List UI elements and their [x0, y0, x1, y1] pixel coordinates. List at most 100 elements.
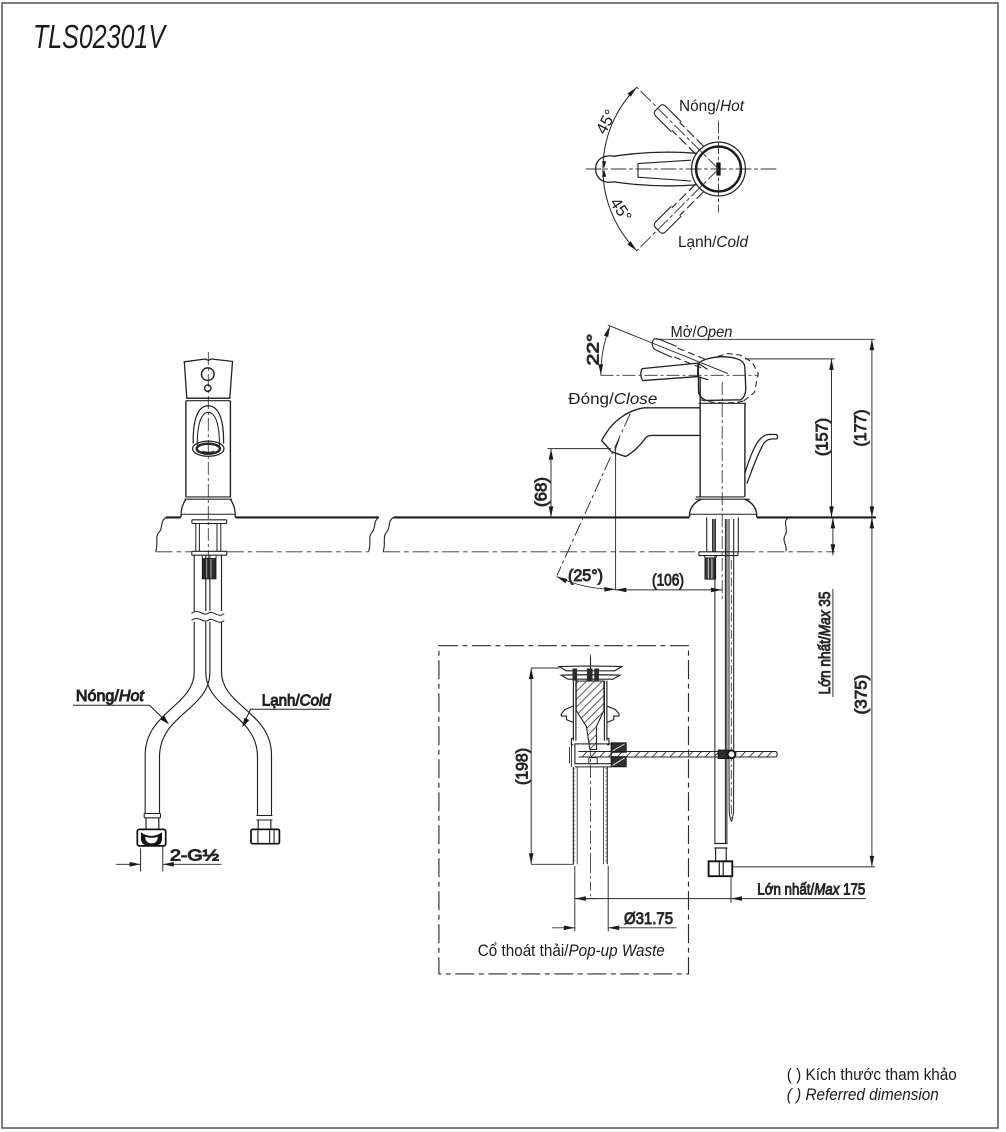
dim3175-ext [574, 866, 609, 932]
lever-angle-arc [598, 325, 611, 376]
popup-plug [575, 680, 605, 751]
path-segment [560, 705, 574, 724]
deck-break-1 [368, 516, 380, 552]
deck-break-2 [382, 516, 394, 552]
path-segment [185, 397, 231, 402]
rod-length-en-text: Max [814, 881, 840, 898]
rect-segment [250, 828, 281, 845]
front-hoses [144, 555, 273, 816]
path-segment [191, 550, 228, 556]
top-view-hot-label: Nóng/Hot [679, 98, 745, 115]
path-segment [145, 836, 158, 844]
cold-label-vn-text: Lạnh/ [678, 234, 717, 251]
swing-ray-lower [636, 168, 719, 252]
side-lever-open [651, 338, 705, 369]
cold-label-vn-text: Lạnh/ [262, 693, 300, 710]
hot-label-vn-text: Nóng/ [679, 98, 721, 115]
side-hose [707, 519, 734, 878]
top-view-handle-closed [594, 151, 698, 187]
footer-note-en: ( ) Referred dimension [787, 1086, 939, 1104]
front-base [180, 496, 236, 518]
front-view: Nóng/Hot Lạnh/Cold 2-G½ [73, 352, 332, 872]
path-segment [714, 842, 728, 849]
path-segment [180, 498, 236, 518]
open-label: Mở/Open [671, 324, 733, 341]
path-segment [695, 496, 750, 500]
dim-handle-height: (157) [814, 418, 832, 456]
hot-label-en-text: Hot [720, 98, 744, 115]
path-segment [196, 411, 221, 446]
path-segment [205, 671, 259, 816]
hot-label-vn-text: Nóng/ [76, 688, 119, 705]
rect-segment [136, 828, 167, 847]
path-segment [191, 617, 225, 623]
popup-waste [438, 645, 778, 975]
path-segment [140, 846, 164, 872]
side-pull-rod [728, 519, 735, 823]
ellipse-segment [195, 442, 222, 455]
label-en-text: Pop-up Waste [568, 942, 664, 960]
popup-caption: Cổ thoát thải/Pop-up Waste [478, 942, 665, 960]
deck-thickness-vn-text: Lớn nhất/ [817, 636, 834, 695]
front-cold-leader [242, 708, 330, 728]
path-segment [637, 159, 692, 182]
top-view-handle-open-lower [653, 183, 704, 234]
path-segment [570, 737, 610, 746]
path-segment [715, 848, 727, 862]
path-segment [706, 517, 739, 552]
stream-line [556, 413, 631, 576]
front-handle [183, 358, 234, 402]
front-spout [191, 405, 225, 457]
dim-spout-reach: (106) [652, 572, 684, 590]
label-vn-text: Cổ thoát thải/ [478, 942, 569, 960]
deck-thickness-value-text: 35 [817, 591, 834, 610]
path-segment [191, 610, 225, 616]
path-segment [160, 715, 169, 725]
path-segment [144, 671, 195, 814]
path-segment [698, 551, 739, 557]
dim-below-deck: (375) [852, 675, 870, 715]
ellipse-segment [191, 440, 225, 457]
path-segment [714, 519, 728, 844]
top-view-handle-open-upper [653, 104, 704, 155]
open-label-vn-text: Mở/ [671, 324, 698, 341]
rect-segment [201, 558, 217, 580]
path-segment [206, 559, 212, 579]
dim-thread [116, 846, 222, 872]
path-segment [242, 717, 250, 728]
path-segment [697, 362, 709, 381]
popup-flange [557, 665, 624, 681]
swing-arc [602, 86, 638, 252]
popup-tailpipe [569, 743, 608, 865]
hot-label-en-text: Hot [119, 688, 145, 705]
dimensions: (68) (25°) (106) (157) (177) 22° Lớn nhấ… [513, 325, 875, 932]
rect-segment [707, 860, 734, 878]
dim-popup-height: (198) [513, 748, 531, 785]
deck-thickness-en-text: Max [817, 610, 834, 637]
path-segment [671, 122, 704, 155]
path-segment [569, 743, 572, 767]
path-segment [220, 671, 273, 816]
rect-segment [594, 668, 599, 681]
path-segment [202, 450, 215, 453]
path-segment [671, 183, 704, 216]
lever-open-tip [651, 338, 677, 358]
path-segment [613, 151, 698, 157]
side-lift-rod-knob [744, 433, 779, 484]
deck-break-3 [783, 517, 788, 552]
path-segment [257, 820, 272, 830]
circle-segment [200, 367, 215, 382]
path-segment [192, 405, 225, 444]
lever-open-edges [672, 346, 705, 369]
front-hot-label: Nóng/Hot [76, 688, 145, 705]
rod-length-value-text: 175 [839, 881, 865, 898]
path-segment [688, 498, 758, 518]
path-segment [143, 812, 162, 819]
close-label-vn-text: Đóng/ [568, 391, 614, 408]
rect-segment [588, 757, 598, 765]
rect-segment [572, 668, 578, 681]
path-segment [728, 758, 735, 823]
path-segment [184, 496, 232, 500]
cold-label-en-text: Cold [300, 693, 332, 710]
